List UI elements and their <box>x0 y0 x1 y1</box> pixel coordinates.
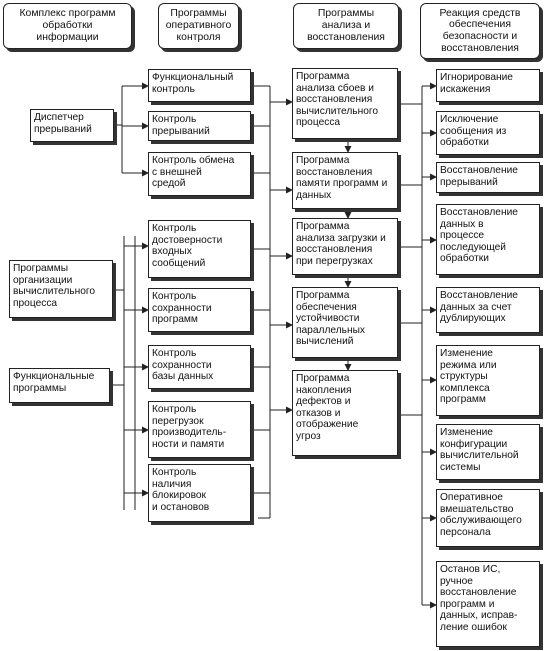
header-analysis-recovery: Программы анализа и восстановления <box>293 3 399 49</box>
control-input-validity: Контроль достоверности входных сообщений <box>148 220 251 278</box>
control-locks-stops: Контроль наличия блокировок и остановов <box>148 464 251 522</box>
reaction-change-configuration: Изменение конфигурации вычислительной си… <box>436 424 540 480</box>
reaction-operator-intervention: Оперативное вмешательство обслуживающего… <box>436 489 540 547</box>
reaction-change-mode-structure: Изменение режима или структуры комплекса… <box>436 345 540 416</box>
reaction-restore-data-duplicates: Восстановление данных за счет дублирующи… <box>436 287 540 333</box>
control-program-integrity: Контроль сохранности программ <box>148 288 251 332</box>
control-functional: Функциональный контроль <box>148 69 251 102</box>
source-interrupt-dispatcher: Диспетчер прерываний <box>30 109 114 142</box>
control-interrupts: Контроль прерываний <box>148 111 251 141</box>
header-processing-complex: Комплекс программ обработки информации <box>3 3 132 49</box>
source-process-organization: Программы организации вычислительного пр… <box>9 260 113 318</box>
analysis-load-recovery: Программа анализа загрузки и восстановле… <box>292 218 398 275</box>
control-performance-overload: Контроль перегрузок производитель- ности… <box>148 401 251 458</box>
source-functional-programs: Функциональные программы <box>9 368 110 403</box>
analysis-failure-recovery: Программа анализа сбоев и восстановления… <box>292 68 398 139</box>
header-security-reaction: Реакция средств обеспечения безопасности… <box>420 3 540 59</box>
header-operational-control: Программы оперативного контроля <box>158 3 239 49</box>
reaction-exclude-message: Исключение сообщения из обработки <box>436 111 540 155</box>
control-database-integrity: Контроль сохранности базы данных <box>148 345 251 389</box>
analysis-defect-accumulation: Программа накопления дефектов и отказов … <box>292 370 398 456</box>
reaction-restore-interrupts: Восстановление прерываний <box>436 162 540 193</box>
reaction-ignore-distortion: Игнорирование искажения <box>436 69 540 102</box>
analysis-parallel-stability: Программа обеспечения устойчивости парал… <box>292 287 398 358</box>
control-external-exchange: Контроль обмена с внешней средой <box>148 152 251 196</box>
reaction-restore-data-later: Восстановление данных в процессе последу… <box>436 204 540 275</box>
reaction-shutdown-manual-recovery: Останов ИС, ручное восстановление програ… <box>436 561 540 647</box>
analysis-memory-recovery: Программа восстановления памяти программ… <box>292 152 398 209</box>
